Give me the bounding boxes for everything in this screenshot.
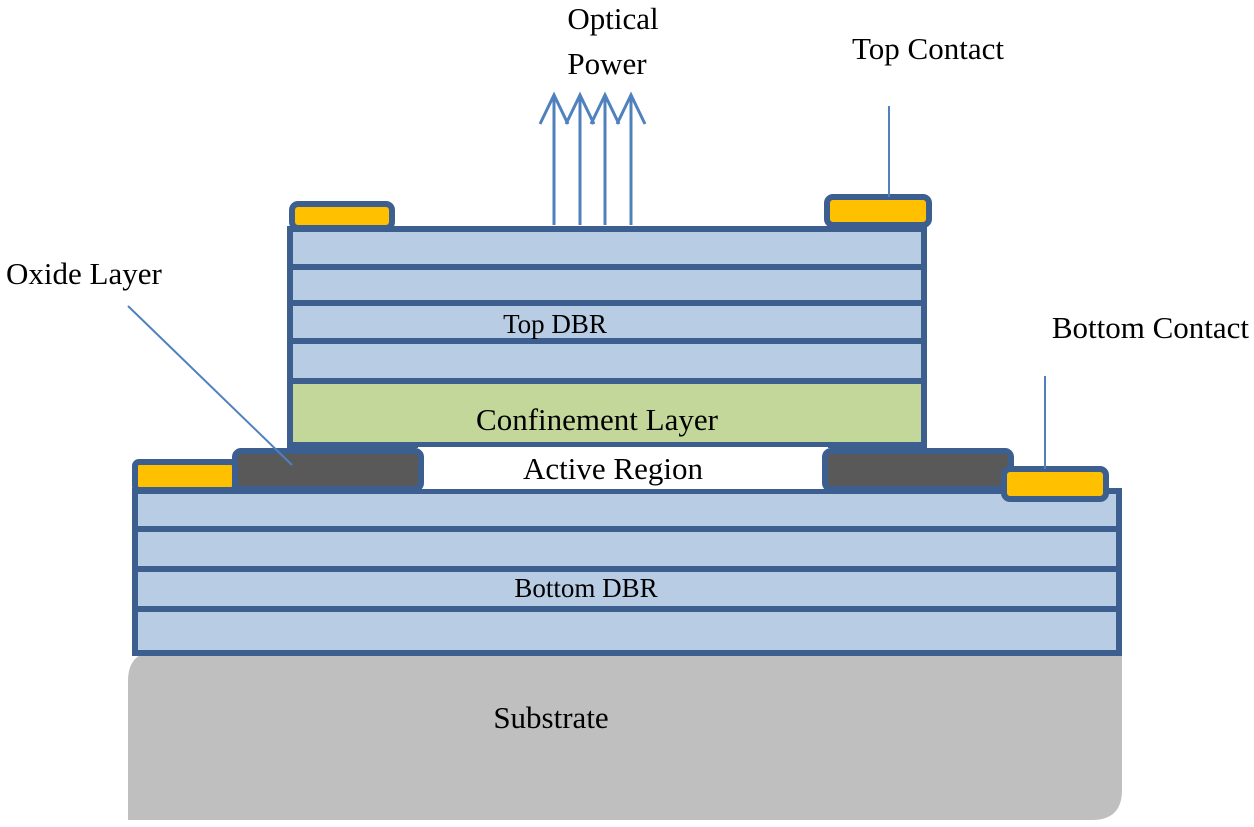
arrow-icon <box>615 91 647 225</box>
top-contact-left <box>289 201 395 231</box>
top-dbr-label: Top DBR <box>503 309 607 339</box>
oxide-layer-left <box>232 448 424 492</box>
top-contact-right <box>824 194 932 228</box>
confinement-layer <box>287 378 927 448</box>
top-dbr-layer <box>287 300 927 344</box>
arrow-icon <box>538 91 570 225</box>
top-contact-label: Top Contact <box>852 31 1004 66</box>
optical-power-label-line2: Power <box>567 46 647 81</box>
bottom-contact-left <box>132 459 238 493</box>
bottom-dbr-layer <box>132 488 1122 532</box>
optical-power-label-line1: Optical <box>567 1 658 36</box>
top-dbr-layer <box>287 338 927 384</box>
bottom-contact-label: Bottom Contact <box>1052 310 1250 345</box>
arrow-icon <box>564 91 596 225</box>
top-dbr-layer <box>287 226 927 270</box>
optical-power-arrows <box>538 91 647 225</box>
top-dbr-layer <box>287 264 927 306</box>
bottom-contact-right <box>1001 466 1109 502</box>
oxide-layer-leader <box>127 305 293 466</box>
substrate <box>128 651 1122 820</box>
substrate-label: Substrate <box>493 700 608 735</box>
bottom-dbr-label: Bottom DBR <box>514 573 657 603</box>
oxide-layer-right <box>822 448 1014 492</box>
bottom-dbr-layer <box>132 526 1122 572</box>
oxide-layer-label: Oxide Layer <box>6 256 162 291</box>
confinement-layer-label: Confinement Layer <box>476 402 719 437</box>
active-region <box>418 447 828 489</box>
top-dbr-stack <box>287 226 927 384</box>
active-region-label: Active Region <box>523 451 703 486</box>
bottom-dbr-layer <box>132 606 1122 656</box>
arrow-icon <box>589 91 621 225</box>
bottom-dbr-stack <box>132 488 1122 656</box>
